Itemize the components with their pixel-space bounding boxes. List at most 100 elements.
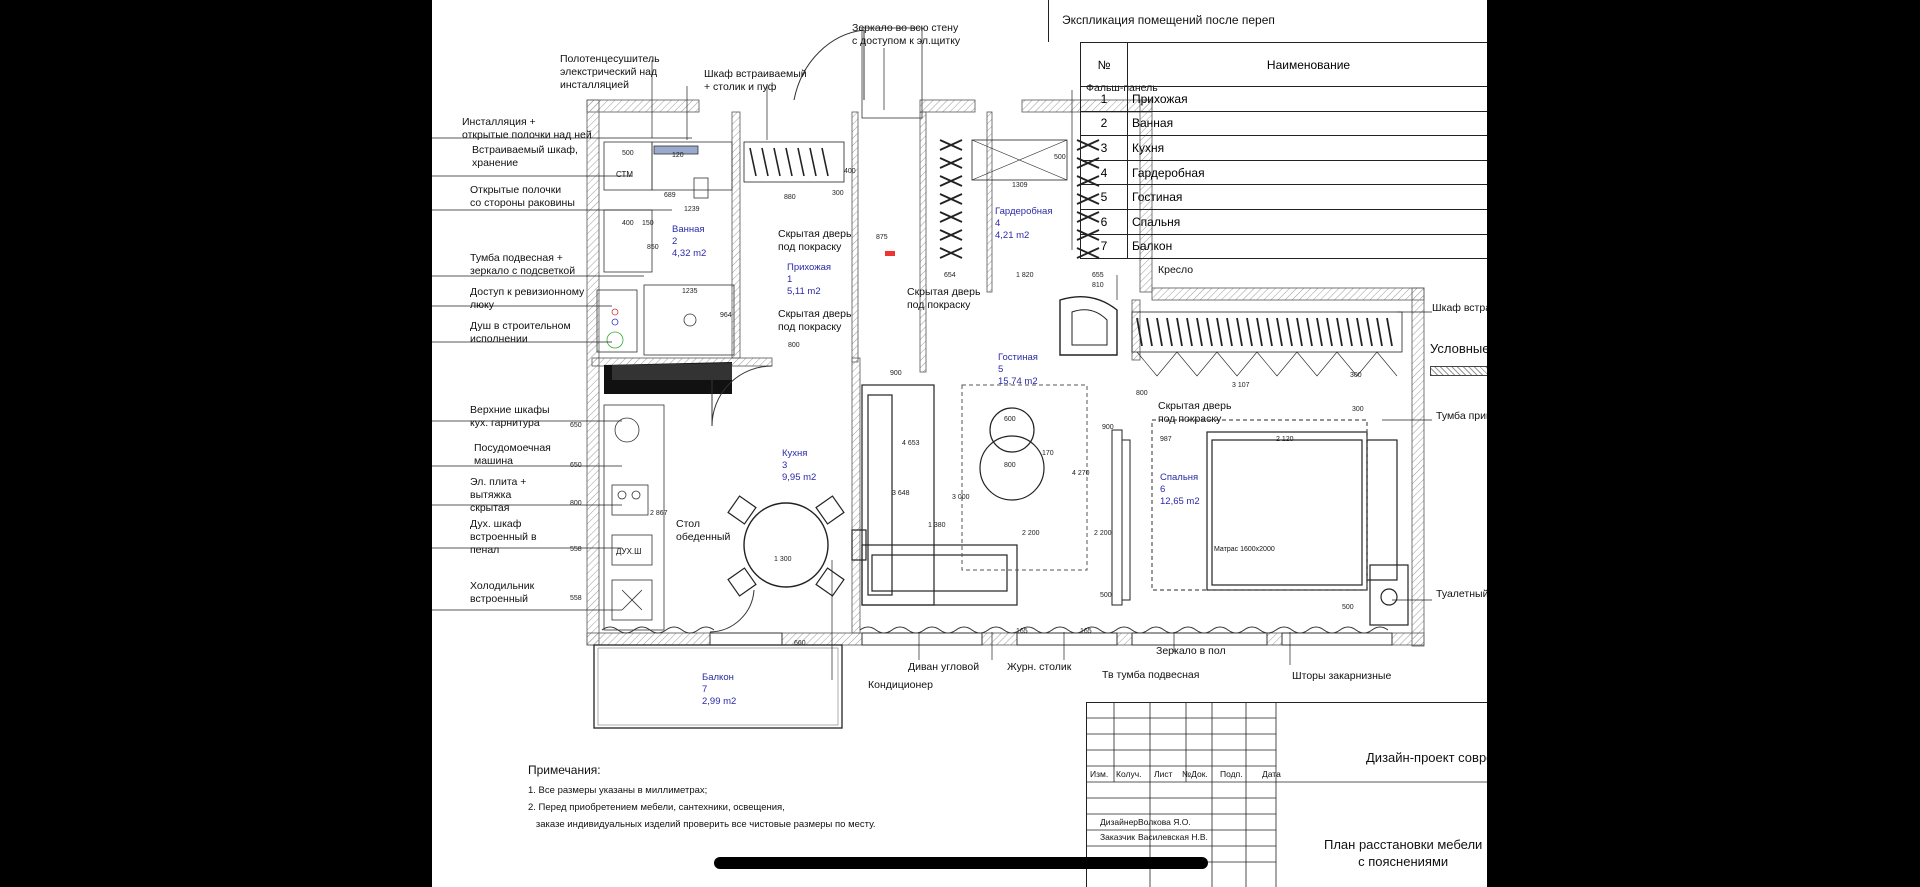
stamp-client-role: Заказчик [1100, 832, 1135, 842]
label-upper-cabinets: Верхние шкафы кух. гарнитура [470, 404, 550, 429]
dim-text: 1239 [684, 206, 700, 213]
label-hidden-door-4: Скрытая дверь под покраску [1158, 400, 1232, 425]
col-name: Наименование [1127, 42, 1487, 87]
dim-text: 165 [1016, 628, 1028, 635]
explication-title: Экспликация помещений после переп [1062, 13, 1275, 27]
label-dishwasher: Посудомоечная машина [474, 442, 551, 467]
dim-text: 650 [570, 462, 582, 469]
title-block-grid [1086, 702, 1487, 887]
dim-text: 880 [784, 194, 796, 201]
room-bedroom: Спальня 6 12,65 m2 [1160, 472, 1200, 507]
legend-hatch [1430, 366, 1487, 376]
dim-text: 500 [1342, 604, 1354, 611]
kitchen-units [603, 404, 665, 631]
stamp-h-date: Дата [1262, 769, 1281, 779]
dim-text: 1 820 [1016, 272, 1034, 279]
dim-text: 800 [788, 342, 800, 349]
dim-text: 689 [664, 192, 676, 199]
dim-text: 3 000 [952, 494, 970, 501]
dim-text: 660 [794, 640, 806, 647]
dim-text: 800 [1136, 390, 1148, 397]
dim-text: 558 [570, 595, 582, 602]
dim-text: 4 270 [1072, 470, 1090, 477]
dim-text: 964 [720, 312, 732, 319]
dim-text: 4 653 [902, 440, 920, 447]
dim-text: 655 [1092, 272, 1104, 279]
room-bathroom: Ванная 2 4,32 m2 [672, 224, 707, 259]
label-shower: Душ в строительном исполнении [470, 320, 571, 345]
stamp-client-name: Василевская Н.В. [1138, 832, 1208, 842]
dim-text: 875 [876, 234, 888, 241]
dim-text: 150 [642, 220, 654, 227]
room-living: Гостиная 5 15,74 m2 [998, 352, 1038, 387]
dim-text: 650 [570, 422, 582, 429]
bedroom-wardrobe [1131, 311, 1403, 377]
label-coffee-table: Журн. столик [1007, 661, 1072, 673]
dim-text: 600 [1004, 416, 1016, 423]
dim-text: 654 [944, 272, 956, 279]
dim-text: 500 [1054, 154, 1066, 161]
title-block [1086, 702, 1487, 887]
label-stove: Эл. плита + вытяжка скрытая [470, 476, 527, 514]
home-indicator[interactable] [714, 857, 1208, 869]
dim-text: 2 867 [650, 510, 668, 517]
dim-text: 900 [1102, 424, 1114, 431]
dim-text: 1235 [682, 288, 698, 295]
notes-title: Примечания: [528, 763, 601, 777]
label-air-conditioner: Кондиционер [868, 679, 933, 691]
dim-text: 300 [1350, 372, 1362, 379]
stamp-project: Дизайн-проект соврем [1366, 750, 1487, 765]
col-no: № [1080, 42, 1128, 87]
stamp-designer-name: Волкова Я.О. [1138, 817, 1191, 827]
leader-lines [432, 48, 1432, 680]
dim-text: 987 [1160, 436, 1172, 443]
dim-text: 810 [1092, 282, 1104, 289]
dim-text: 900 [890, 370, 902, 377]
dim-text: 850 [647, 244, 659, 251]
label-hidden-door-1: Скрытая дверь под покраску [778, 228, 852, 253]
dim-text: 120 [672, 152, 684, 159]
label-fridge: Холодильник встроенный [470, 580, 535, 605]
room-hallway: Прихожая 1 5,11 m2 [787, 262, 832, 297]
label-access-hatch: Доступ к ревизионному люку [470, 286, 585, 311]
label-builtin-cabinet: Встраиваемый шкаф, хранение [472, 144, 578, 169]
label-polotenc: Полотенцесушитель элекстрический над инс… [560, 53, 660, 91]
stamp-h-doc: №Док. [1182, 769, 1208, 779]
label-open-shelves: Открытые полочки со стороны раковины [470, 184, 575, 209]
room-balcony: Балкон 7 2,99 m2 [702, 672, 737, 707]
room-kitchen: Кухня 3 9,95 m2 [782, 448, 817, 483]
note-item: заказе индивидуальных изделий проверить … [528, 819, 876, 830]
dim-text: 500 [1100, 592, 1112, 599]
stamp-sheet-title: План расстановки мебели с пояснениями [1324, 837, 1483, 869]
label-legend: Условные [1430, 341, 1487, 356]
dim-text: 2 120 [1276, 436, 1294, 443]
label-vanity: Тумба подвесная + зеркало с подсветкой [470, 252, 576, 277]
dim-text: 1309 [1012, 182, 1028, 189]
stamp-h-podp: Подп. [1220, 769, 1243, 779]
dining-table [743, 502, 829, 588]
dim-text: 165 [1080, 628, 1092, 635]
label-tv-stand: Тв тумба подвесная [1102, 669, 1200, 681]
dim-text: 300 [1352, 406, 1364, 413]
dim-text: 1 380 [928, 522, 946, 529]
label-dining-table: Стол обеденный [676, 518, 731, 543]
drawing-sheet: Полотенцесушитель элекстрический над инс… [432, 0, 1487, 887]
dim-text: 800 [1004, 462, 1016, 469]
dim-text: 300 [832, 190, 844, 197]
label-installation: Инсталляция + открытые полочки над ней [462, 116, 592, 141]
label-mirror-top: Зеркало во всю стену с доступом к эл.щит… [852, 22, 961, 47]
dim-text: 170 [1042, 450, 1054, 457]
dim-text: 800 [570, 500, 582, 507]
label-hidden-door-2: Скрытая дверь под покраску [778, 308, 852, 333]
dining-chairs [727, 495, 867, 597]
label-floor-mirror: Зеркало в пол [1156, 645, 1226, 657]
windows [601, 626, 1393, 646]
